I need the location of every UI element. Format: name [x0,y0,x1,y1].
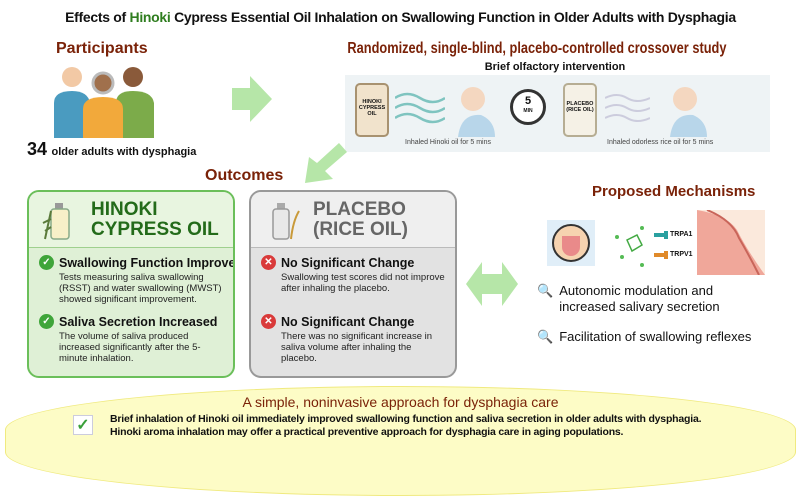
arrow-right-icon [232,76,272,122]
conclusion-heading: A simple, noninvasive approach for dysph… [242,394,559,410]
double-arrow-icon [466,262,518,306]
elderly-person-icon [458,87,495,137]
search-check-icon: 🔍 [537,283,554,298]
study-heading: Randomized, single-blind, placebo-contro… [347,40,727,57]
participants-summary: 34 older adults with dysphagia [27,139,197,159]
mechanism-item: 🔍Autonomic modulation and increased sali… [537,283,720,314]
search-check-icon: 🔍 [537,329,554,344]
check-circle-icon: ✓ [39,314,54,329]
tongue-illustration [547,220,595,266]
intervention-panel: HINOKI CYPRESS OIL Inhaled Hinoki oil fo… [345,75,770,152]
receptor-trpa1: TRPA1 [670,231,693,238]
checkbox-check-icon: ✓ [73,415,93,435]
x-circle-icon: ✕ [261,255,276,270]
odorless-waves-icon [605,94,650,122]
outcomes-heading: Outcomes [205,167,284,184]
mechanism-item: 🔍Facilitation of swallowing reflexes [537,329,752,344]
molecule-receptor-icon [615,226,668,267]
conclusion-text: Brief inhalation of Hinoki oil immediate… [110,413,702,438]
receptor-trpv1: TRPV1 [670,251,693,258]
check-circle-icon: ✓ [39,255,54,270]
mechanisms-heading: Proposed Mechanisms [592,183,756,200]
hinoki-bottle: HINOKI CYPRESS OIL [355,83,389,137]
placebo-card: PLACEBO(RICE OIL) ✕No Significant Change… [249,190,457,378]
aroma-waves-icon [395,92,445,124]
throat-anatomy-illustration [697,210,765,275]
caption-hinoki: Inhaled Hinoki oil for 5 mins [405,139,491,146]
study-heading-wrap: Randomized, single-blind, placebo-contro… [300,40,770,58]
participants-heading: Participants [56,40,148,57]
study-subheading: Brief olfactory intervention [484,61,626,73]
placebo-bottle: PLACEBO (RICE OIL) [563,83,597,137]
elderly-person-icon [670,87,707,137]
caption-placebo: Inhaled odorless rice oil for 5 mins [607,139,714,146]
page-title: Effects of Hinoki Cypress Essential Oil … [65,9,736,25]
x-circle-icon: ✕ [261,314,276,329]
rice-oil-bottle-icon [272,202,300,240]
hinoki-oil-bottle-icon [42,202,70,240]
older-adults-illustration [54,67,154,138]
arrow-down-left-icon [305,143,347,183]
